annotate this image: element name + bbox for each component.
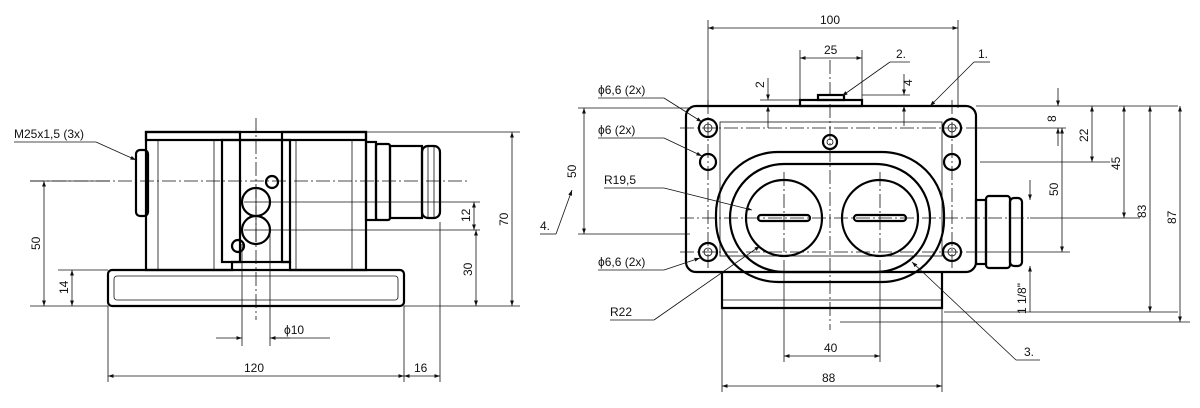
dim-width-25: 25	[824, 43, 838, 57]
callout-1: 1.	[978, 47, 988, 61]
dim-width-16: 16	[414, 361, 428, 375]
hole-66-bottom-label: ϕ6,6 (2x)	[598, 255, 645, 269]
left-cable-gland	[134, 148, 150, 218]
dim-12: 12	[459, 208, 473, 222]
dim-70: 70	[497, 212, 511, 226]
housing-outer	[684, 104, 978, 274]
dim-50-left-view: 50	[565, 164, 579, 178]
hole-6-label: ϕ6 (2x)	[598, 123, 635, 137]
switch-body	[144, 130, 242, 272]
dim-4: 4	[901, 79, 915, 86]
dim-thread-118: 1 1/8"	[1015, 283, 1029, 314]
callout-2: 2.	[896, 47, 906, 61]
radius-22-label: R22	[610, 305, 632, 319]
left-view: M25x1,5 (3x) 50 14 12 30 70 ϕ10	[14, 118, 520, 382]
callout-4: 4.	[540, 219, 550, 233]
dim-87: 87	[1165, 210, 1179, 224]
dim-50-right: 50	[1047, 182, 1061, 196]
dim-14: 14	[57, 280, 71, 294]
radius-195-label: R19,5	[604, 173, 636, 187]
dim-2: 2	[753, 81, 767, 88]
thread-label: M25x1,5 (3x)	[14, 127, 84, 141]
dim-8: 8	[1045, 115, 1059, 122]
dim-50-left: 50	[29, 236, 43, 250]
dim-width-100: 100	[820, 13, 840, 27]
dim-width-88: 88	[822, 371, 836, 385]
dim-83: 83	[1135, 204, 1149, 218]
right-cable-gland	[364, 140, 442, 222]
hole-66-top-label: ϕ6,6 (2x)	[598, 83, 645, 97]
callout-3: 3.	[1024, 345, 1034, 359]
dim-45: 45	[1109, 156, 1123, 170]
dim-22: 22	[1077, 128, 1091, 142]
dim-width-40: 40	[824, 341, 838, 355]
side-gland	[974, 194, 1024, 270]
right-view: 100 25 2. 1. 2 4 ϕ6,6 (2x) ϕ6 (2x)	[540, 13, 1190, 392]
dim-dia-10: ϕ10	[284, 323, 304, 337]
dim-width-120: 120	[244, 361, 264, 375]
dim-30: 30	[461, 262, 475, 276]
